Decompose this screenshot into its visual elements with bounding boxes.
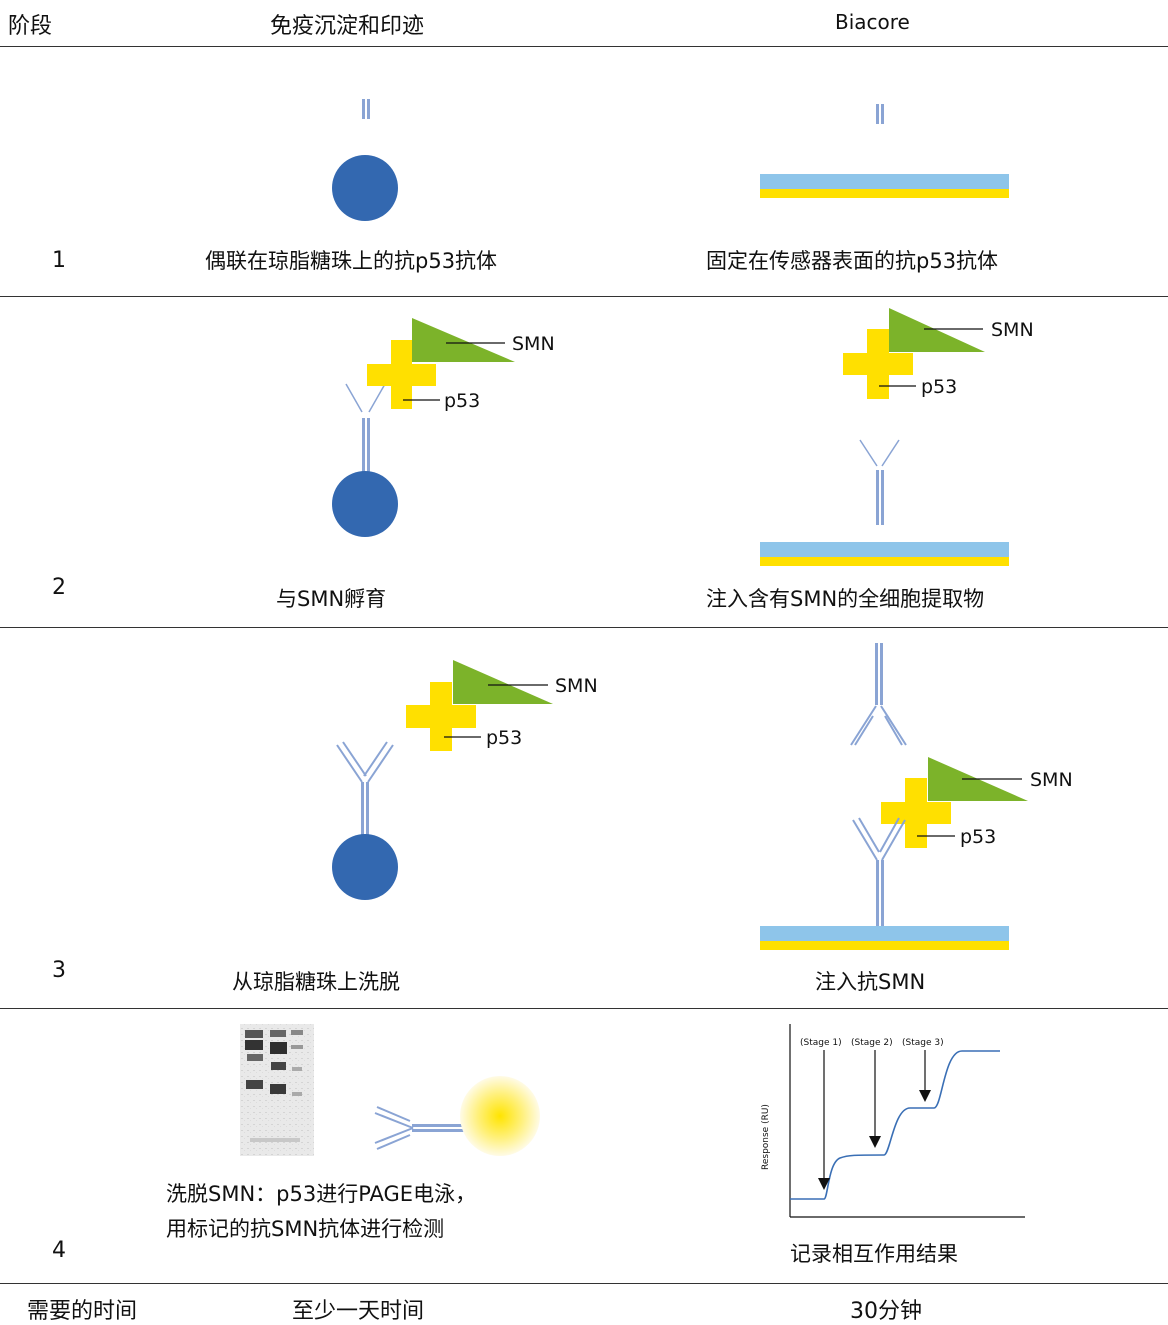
sensor-surface-2 — [760, 542, 1009, 566]
sensorgram: (Stage 1) (Stage 2) (Stage 3) Response (… — [761, 1024, 1025, 1218]
p53-protein-ip-2 — [367, 340, 436, 409]
antibody-ip-3 — [336, 741, 394, 838]
stage-2-arrow-icon — [869, 1136, 881, 1148]
footer-biacore-time: 30分钟 — [850, 1299, 922, 1324]
western-blot-image — [240, 1024, 314, 1156]
caption-ip-1: 偶联在琼脂糖珠上的抗p53抗体 — [205, 249, 498, 273]
antibody-ip-2 — [345, 383, 386, 476]
caption-ip-4-line2: 用标记的抗SMN抗体进行检测 — [166, 1217, 445, 1241]
p53-protein-biacore-3 — [881, 778, 951, 848]
sensorgram-curve — [790, 1050, 1000, 1200]
footer-label: 需要的时间 — [27, 1299, 138, 1324]
stage-1-arrow-icon — [818, 1178, 830, 1190]
label-smn-ip-2: SMN — [512, 333, 555, 355]
header-stage: 阶段 — [8, 14, 53, 39]
stage-1-label: (Stage 1) — [800, 1038, 842, 1048]
footer-ip-time: 至少一天时间 — [292, 1299, 425, 1324]
smn-protein-ip-3 — [453, 660, 553, 704]
label-p53-ip-3: p53 — [486, 727, 522, 749]
label-smn-biacore-3: SMN — [1030, 769, 1073, 791]
label-smn-ip-3: SMN — [555, 675, 598, 697]
label-glow — [460, 1076, 540, 1156]
antibody-stem-biacore-1 — [876, 104, 884, 124]
stage-number-4: 4 — [52, 1238, 66, 1263]
smn-protein-ip-2 — [412, 318, 515, 362]
stage-3-label: (Stage 3) — [902, 1038, 944, 1048]
labeled-anti-smn-antibody — [374, 1106, 464, 1150]
caption-ip-4-line1: 洗脱SMN：p53进行PAGE电泳， — [166, 1182, 477, 1206]
sensorgram-ylabel: Response (RU) — [761, 1104, 771, 1170]
caption-biacore-1: 固定在传感器表面的抗p53抗体 — [706, 249, 999, 273]
antibody-stem-ip-1 — [362, 99, 370, 119]
agarose-bead-3 — [332, 834, 398, 900]
agarose-bead-2 — [332, 471, 398, 537]
caption-biacore-4: 记录相互作用结果 — [790, 1242, 958, 1266]
stage-number-2: 2 — [52, 575, 66, 600]
caption-ip-2: 与SMN孵育 — [276, 587, 387, 611]
label-p53-ip-2: p53 — [444, 390, 480, 412]
caption-biacore-2: 注入含有SMN的全细胞提取物 — [706, 587, 985, 611]
antibody-biacore-3 — [852, 817, 906, 926]
sensor-surface-3 — [760, 926, 1009, 950]
divider-header — [0, 46, 1168, 47]
caption-ip-3: 从琼脂糖珠上洗脱 — [232, 970, 400, 994]
stage-number-3: 3 — [52, 958, 66, 983]
smn-protein-biacore-2 — [889, 308, 985, 352]
agarose-bead-1 — [332, 155, 398, 221]
label-p53-biacore-3: p53 — [960, 826, 996, 848]
p53-protein-ip-3 — [406, 682, 476, 751]
anti-smn-antibody-biacore-3 — [850, 643, 907, 746]
antibody-biacore-2 — [859, 439, 900, 525]
divider-4 — [0, 1283, 1168, 1284]
stage-3-arrow-icon — [919, 1090, 931, 1102]
divider-3 — [0, 1008, 1168, 1009]
divider-2 — [0, 627, 1168, 628]
caption-biacore-3: 注入抗SMN — [815, 970, 926, 994]
stage-2-label: (Stage 2) — [851, 1038, 893, 1048]
header-biacore: Biacore — [835, 10, 910, 34]
stage-number-1: 1 — [52, 248, 66, 273]
divider-1 — [0, 296, 1168, 297]
label-p53-biacore-2: p53 — [921, 376, 957, 398]
label-smn-biacore-2: SMN — [991, 319, 1034, 341]
header-ip: 免疫沉淀和印迹 — [270, 14, 425, 39]
sensor-surface-1 — [760, 174, 1009, 198]
p53-protein-biacore-2 — [843, 329, 913, 399]
